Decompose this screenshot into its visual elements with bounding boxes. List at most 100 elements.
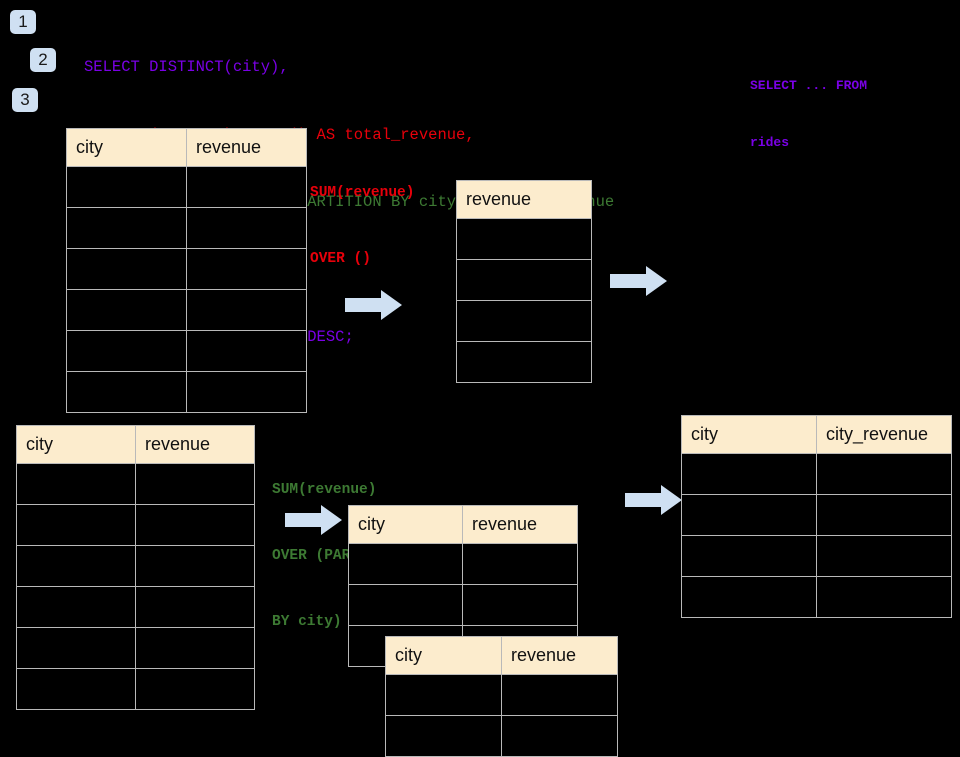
cell-city [348, 584, 463, 626]
table-row [456, 259, 592, 301]
cell-revenue [186, 289, 307, 331]
column-header-revenue: revenue [462, 505, 578, 544]
table-row [681, 576, 952, 618]
column-header-revenue: revenue [186, 128, 307, 167]
table-row [16, 545, 255, 587]
cell-revenue [462, 584, 578, 626]
table-row [66, 166, 307, 208]
cell-revenue [135, 545, 255, 587]
cell-revenue [135, 463, 255, 505]
column-header-revenue: revenue [135, 425, 255, 464]
cell-city [66, 289, 187, 331]
cell-city [66, 330, 187, 372]
annotation-sum-over-empty: SUM(revenue) OVER () [310, 138, 414, 314]
annotation-sum-over-partition-line3: BY city) [272, 614, 342, 630]
select-from-rides-label: SELECT ... FROM rides [750, 38, 867, 190]
column-header-revenue: revenue [456, 180, 592, 219]
table-row [348, 584, 578, 626]
cell-revenue [501, 674, 618, 716]
table-header-row: city revenue [66, 128, 307, 167]
table-row [385, 674, 618, 716]
column-header-revenue: revenue [501, 636, 618, 675]
cell-city [16, 545, 136, 587]
table-partition-front: city revenue [385, 636, 618, 757]
cell-revenue [456, 341, 592, 383]
cell-city [385, 674, 502, 716]
table-row [681, 535, 952, 577]
cell-city [681, 535, 817, 577]
table-rides-source: city revenue [66, 128, 307, 413]
table-row [385, 715, 618, 757]
table-row [681, 494, 952, 536]
cell-city-revenue [816, 535, 952, 577]
arrow-source-to-total [345, 288, 403, 322]
table-rides-source-2: city revenue [16, 425, 255, 710]
table-header-row: revenue [456, 180, 592, 219]
cell-city [681, 576, 817, 618]
arrow-total-to-final [610, 264, 668, 298]
table-row [681, 453, 952, 495]
table-header-row: city revenue [348, 505, 578, 544]
column-header-city: city [385, 636, 502, 675]
annotation-sum-over-partition: SUM(revenue) OVER (PARTITION BY city) [272, 435, 403, 677]
cell-revenue [135, 627, 255, 669]
select-from-rides-line2: rides [750, 135, 790, 150]
select-from-rides-line1: SELECT ... FROM [750, 78, 868, 93]
table-header-row: city revenue [385, 636, 618, 675]
table-header-row: city city_revenue [681, 415, 952, 454]
column-header-city-revenue: city_revenue [816, 415, 952, 454]
table-total-revenue-result: revenue [456, 180, 592, 383]
table-row [16, 668, 255, 710]
table-row [456, 218, 592, 260]
cell-revenue [501, 715, 618, 757]
cell-city [66, 248, 187, 290]
cell-city [16, 463, 136, 505]
cell-revenue [186, 330, 307, 372]
cell-city [16, 504, 136, 546]
table-row [66, 330, 307, 372]
column-header-city: city [348, 505, 463, 544]
cell-revenue [186, 248, 307, 290]
annotation-sum-over-empty-line1: SUM(revenue) [310, 185, 415, 201]
cell-city [66, 207, 187, 249]
table-row [16, 463, 255, 505]
cell-city-revenue [816, 576, 952, 618]
cell-city-revenue [816, 453, 952, 495]
table-final-result: city city_revenue [681, 415, 952, 618]
table-row [66, 289, 307, 331]
cell-city [348, 543, 463, 585]
cell-revenue [135, 504, 255, 546]
cell-revenue [186, 166, 307, 208]
cell-city [385, 715, 502, 757]
cell-revenue [135, 668, 255, 710]
arrow-source2-to-partition [285, 503, 343, 537]
cell-revenue [462, 543, 578, 585]
step-badge-1: 1 [10, 10, 36, 34]
table-header-row: city revenue [16, 425, 255, 464]
cell-city [66, 166, 187, 208]
table-row [456, 341, 592, 383]
table-row [16, 627, 255, 669]
table-row [16, 586, 255, 628]
column-header-city: city [16, 425, 136, 464]
table-row [456, 300, 592, 342]
step-badge-3: 3 [12, 88, 38, 112]
step-badge-2: 2 [30, 48, 56, 72]
cell-city [66, 371, 187, 413]
diagram-canvas: 1 2 3 SELECT DISTINCT(city), SUM(revenue… [10, 10, 952, 757]
table-row [348, 543, 578, 585]
table-row [66, 371, 307, 413]
sql-line-select: SELECT DISTINCT(city), [84, 58, 289, 76]
cell-city [16, 668, 136, 710]
column-header-city: city [66, 128, 187, 167]
cell-revenue [456, 300, 592, 342]
cell-city-revenue [816, 494, 952, 536]
column-header-city: city [681, 415, 817, 454]
table-row [16, 504, 255, 546]
table-row [66, 207, 307, 249]
cell-revenue [456, 218, 592, 260]
cell-city [681, 494, 817, 536]
cell-revenue [186, 371, 307, 413]
cell-city [16, 586, 136, 628]
cell-city [681, 453, 817, 495]
